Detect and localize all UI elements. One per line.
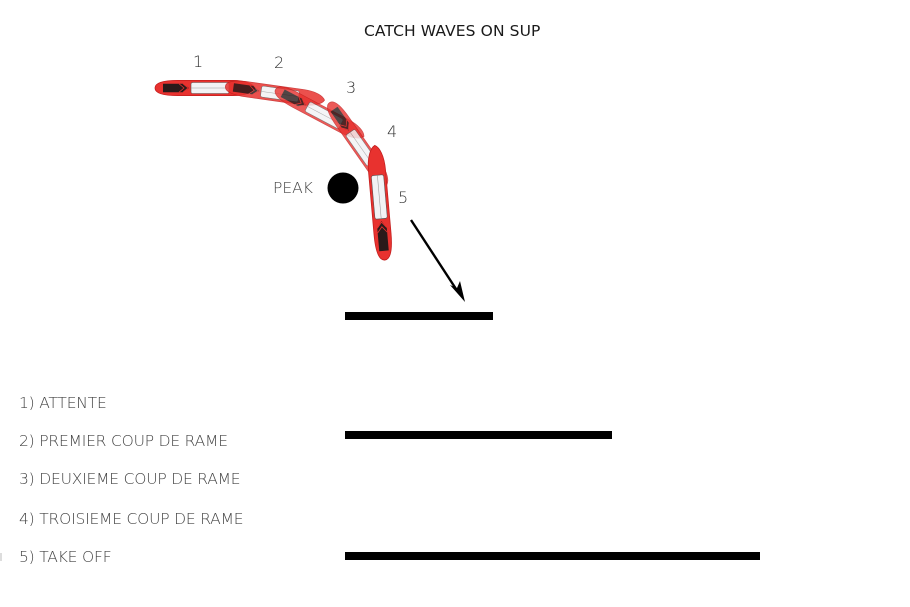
peak-marker-icon (327, 172, 359, 204)
position-number-2: 2 (274, 53, 285, 72)
legend-item-3: 3) DEUXIEME COUP DE RAME (19, 470, 241, 488)
peak-label: PEAK (273, 179, 313, 197)
bar-short (345, 312, 493, 320)
legend-item-2: 2) PREMIER COUP DE RAME (19, 432, 228, 450)
position-number-5: 5 (398, 188, 409, 207)
diagram-title: CATCH WAVES ON SUP (364, 22, 541, 40)
bar-medium (345, 431, 612, 439)
position-number-4: 4 (387, 122, 398, 141)
legend-item-4: 4) TROISIEME COUP DE RAME (19, 510, 244, 528)
position-number-1: 1 (193, 52, 204, 71)
legend-item-5: 5) TAKE OFF (19, 548, 112, 566)
position-number-3: 3 (346, 78, 357, 97)
bar-long (345, 552, 760, 560)
legend-item-1: 1) ATTENTE (19, 394, 107, 412)
edge-tick-mark (0, 553, 2, 561)
direction-arrow-icon (409, 219, 465, 302)
board-5 (365, 144, 394, 262)
